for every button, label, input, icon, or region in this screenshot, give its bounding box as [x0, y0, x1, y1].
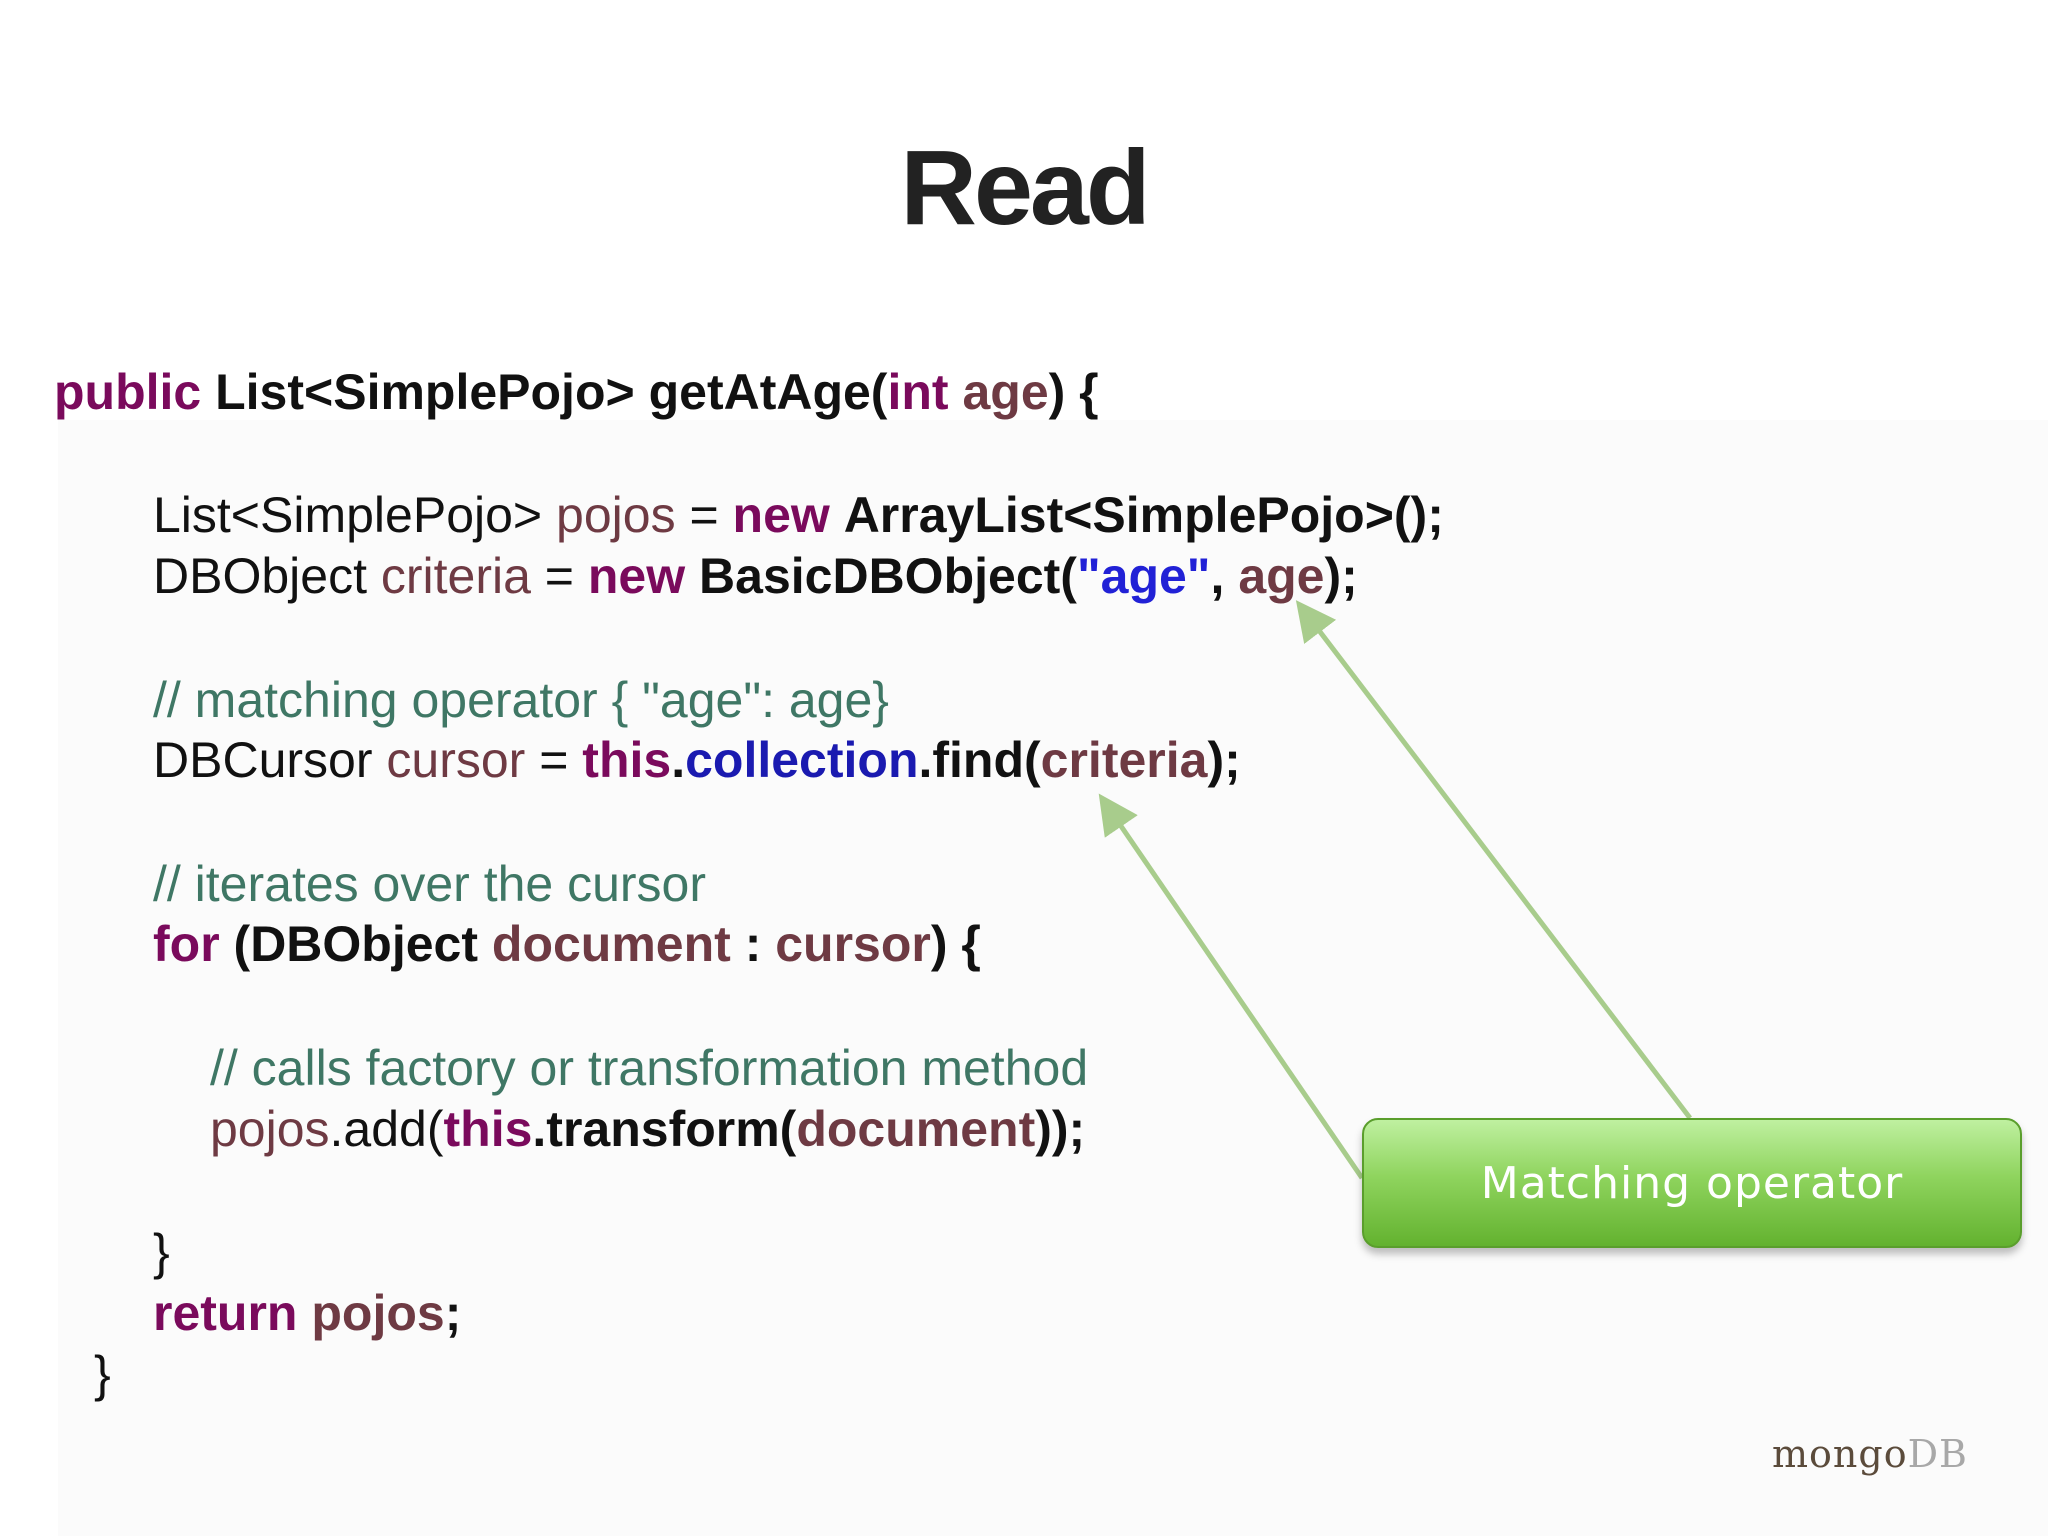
arg-document: document: [796, 1101, 1036, 1157]
logo-mongo: mongo: [1772, 1432, 1908, 1476]
brace-outer: }: [94, 1346, 111, 1402]
call-close: ));: [1035, 1101, 1086, 1157]
method-find: .find(: [918, 732, 1041, 788]
var-document: document: [491, 916, 731, 972]
param-age: age: [962, 364, 1049, 420]
arrow-to-age: [1295, 600, 1692, 1120]
code-line-criteria: DBObject criteria = new BasicDBObject("a…: [153, 546, 1358, 606]
keyword-this: this: [443, 1101, 533, 1157]
arrow-to-criteria: [1098, 793, 1365, 1180]
slide-title: Read: [900, 129, 1150, 247]
code-line-signature: public List<SimplePojo> getAtAge(int age…: [54, 362, 1099, 422]
var-pojos: pojos: [311, 1285, 445, 1341]
string-age: "age": [1076, 548, 1211, 604]
semicolon: ;: [444, 1285, 462, 1341]
keyword-return: return: [153, 1285, 298, 1341]
for-open: (DBObject: [219, 916, 492, 972]
method-add: .add(: [329, 1101, 444, 1157]
var-pojos: pojos: [210, 1101, 330, 1157]
arg-criteria: criteria: [1040, 732, 1208, 788]
call-close: );: [1207, 732, 1241, 788]
ctor-basicdbobject: BasicDBObject(: [699, 548, 1077, 604]
type-dbcursor: DBCursor: [153, 732, 373, 788]
type-dbobject: DBObject: [153, 548, 367, 604]
keyword-for: for: [153, 916, 220, 972]
code-panel: [58, 420, 2048, 1536]
var-pojos: pojos: [556, 487, 676, 543]
code-line-cursor: DBCursor cursor = this.collection.find(c…: [153, 730, 1241, 790]
for-colon: :: [730, 916, 776, 972]
field-collection: collection: [685, 732, 919, 788]
keyword-int: int: [887, 364, 949, 420]
var-cursor: cursor: [386, 732, 526, 788]
arg-comma: ,: [1210, 548, 1239, 604]
matching-operator-callout: Matching operator: [1362, 1118, 2022, 1248]
var-criteria: criteria: [380, 548, 531, 604]
comment-calls-factory: // calls factory or transformation metho…: [210, 1040, 1089, 1096]
ctor-close: );: [1324, 548, 1358, 604]
signature-close: ) {: [1048, 364, 1099, 420]
logo-db: DB: [1907, 1432, 1968, 1476]
mongodb-logo: mongoDB: [1772, 1432, 1968, 1476]
arg-age: age: [1238, 548, 1325, 604]
code-line-add: pojos.add(this.transform(document));: [210, 1099, 1085, 1159]
keyword-new: new: [732, 487, 830, 543]
code-line-pojos: List<SimplePojo> pojos = new ArrayList<S…: [153, 485, 1444, 545]
keyword-public: public: [54, 364, 202, 420]
code-line-for: for (DBObject document : cursor) {: [153, 914, 981, 974]
code-line-return: return pojos;: [153, 1283, 461, 1343]
return-type: List<SimplePojo>: [215, 364, 635, 420]
keyword-this: this: [582, 732, 672, 788]
brace-inner: }: [153, 1224, 170, 1280]
dot: .: [671, 732, 686, 788]
assign-op: =: [525, 732, 583, 788]
comment-iterates: // iterates over the cursor: [153, 856, 707, 912]
type-list: List<SimplePojo>: [153, 487, 543, 543]
assign-op: =: [675, 487, 733, 543]
callout-label: Matching operator: [1480, 1157, 1904, 1209]
for-close: ) {: [930, 916, 981, 972]
assign-op: =: [530, 548, 588, 604]
iter-cursor: cursor: [775, 916, 931, 972]
ctor-arraylist: ArrayList<SimplePojo>();: [843, 487, 1444, 543]
method-name: getAtAge(: [648, 364, 888, 420]
comment-matching-operator: // matching operator { "age": age}: [153, 672, 889, 728]
keyword-new: new: [587, 548, 686, 604]
method-transform: .transform(: [532, 1101, 797, 1157]
